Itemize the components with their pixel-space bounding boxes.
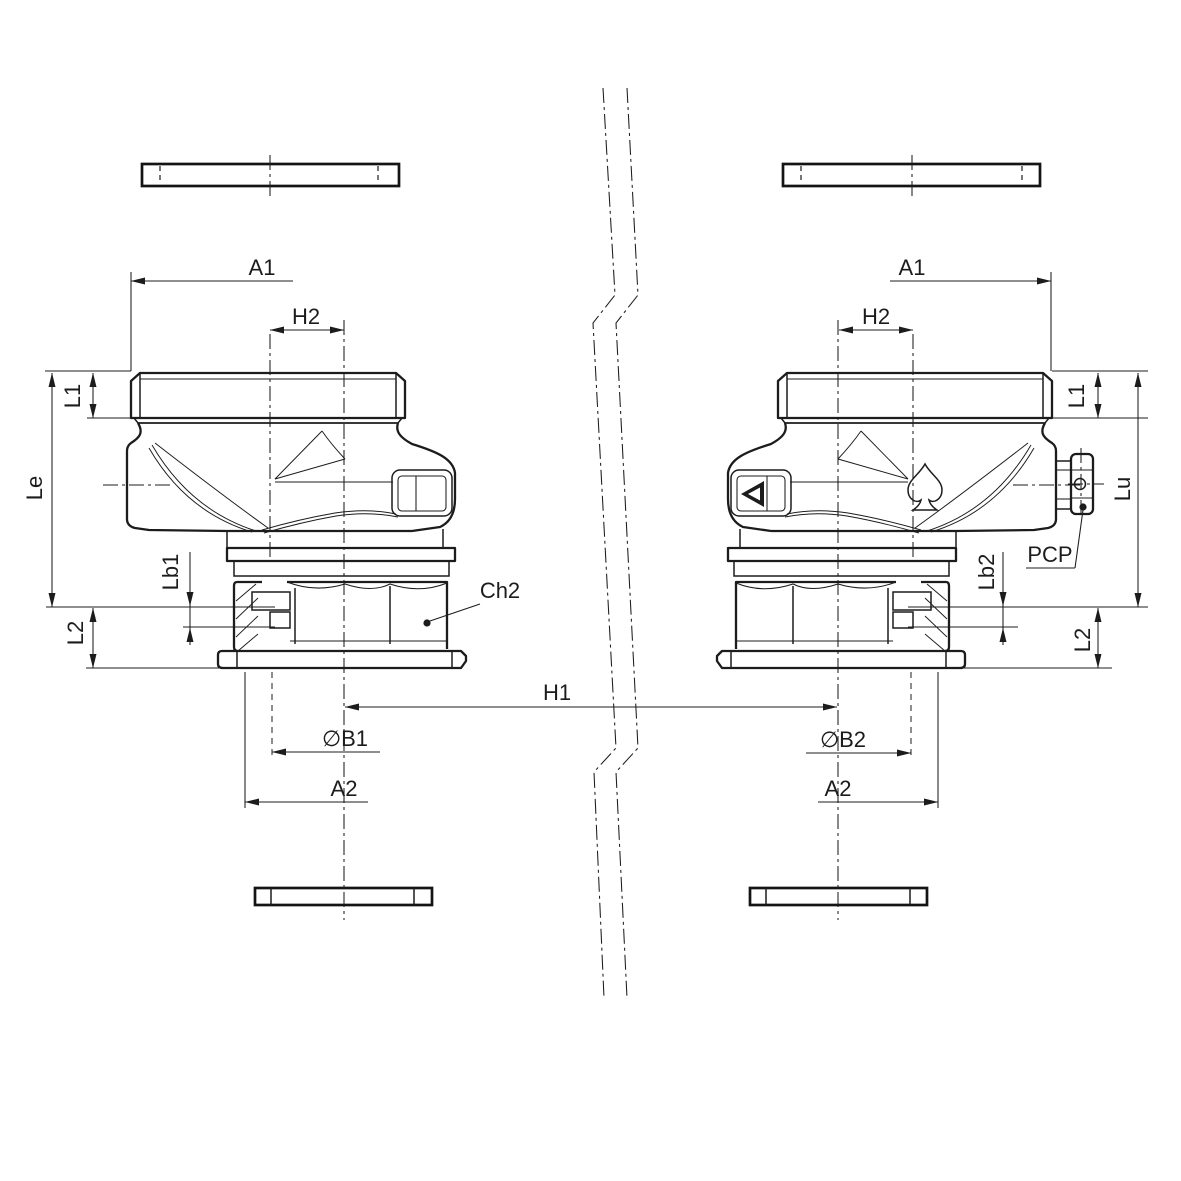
dim-label-l1-right: L1 (1064, 384, 1089, 408)
dim-label-h2-left: H2 (292, 304, 320, 329)
left-valve-body (103, 371, 468, 670)
callout-label-pcp: PCP (1027, 542, 1072, 567)
dim-label-b2: ∅B2 (820, 727, 866, 752)
dim-b1: ∅B1 (271, 672, 380, 758)
dim-label-l1-left: L1 (60, 384, 85, 408)
dim-label-l2-left: L2 (63, 621, 88, 645)
dim-le: Le (22, 372, 56, 608)
dim-label-lb1: Lb1 (158, 554, 183, 591)
right-valve-body (715, 371, 1082, 670)
dim-label-lb2: Lb2 (974, 554, 999, 591)
dim-lb2: Lb2 (908, 552, 1148, 645)
dim-label-b1: ∅B1 (322, 726, 368, 751)
dim-b2: ∅B2 (806, 672, 912, 759)
dim-l2-left: L2 (63, 607, 222, 669)
dim-lu: Lu (1110, 372, 1142, 608)
section-hatching (235, 583, 259, 652)
flow-direction-marker (741, 481, 764, 507)
dim-a1-right: A1 (890, 255, 1052, 371)
dim-label-a2-right: A2 (825, 776, 852, 801)
dim-label-l2-right: L2 (1070, 628, 1095, 652)
pipe-break-lines (592, 87, 639, 999)
dim-h2-right: H2 (838, 304, 914, 334)
dim-l1-left: L1 (45, 370, 133, 419)
dim-label-a1-left: A1 (249, 255, 276, 280)
dim-l2-right: L2 (960, 607, 1112, 669)
spade-brand-icon (907, 462, 943, 511)
callout-pcp: PCP (1026, 503, 1087, 569)
dim-label-le: Le (22, 476, 47, 500)
dim-label-a1-right: A1 (899, 255, 926, 280)
dim-a2-left: A2 (244, 672, 368, 808)
callout-ch2: Ch2 (423, 578, 520, 627)
dim-lb1: Lb1 (46, 552, 275, 645)
dim-label-h2-right: H2 (862, 304, 890, 329)
center-lines (269, 155, 914, 920)
dim-a2-right: A2 (818, 672, 939, 808)
callout-label-ch2: Ch2 (480, 578, 520, 603)
dim-label-a2-left: A2 (331, 776, 358, 801)
dim-l1-right: L1 (1043, 370, 1148, 419)
dim-label-lu: Lu (1110, 477, 1135, 501)
dim-label-h1: H1 (543, 680, 571, 705)
dim-h2-left: H2 (269, 304, 345, 334)
dim-a1-left: A1 (130, 255, 293, 371)
dim-h1: H1 (344, 680, 838, 711)
